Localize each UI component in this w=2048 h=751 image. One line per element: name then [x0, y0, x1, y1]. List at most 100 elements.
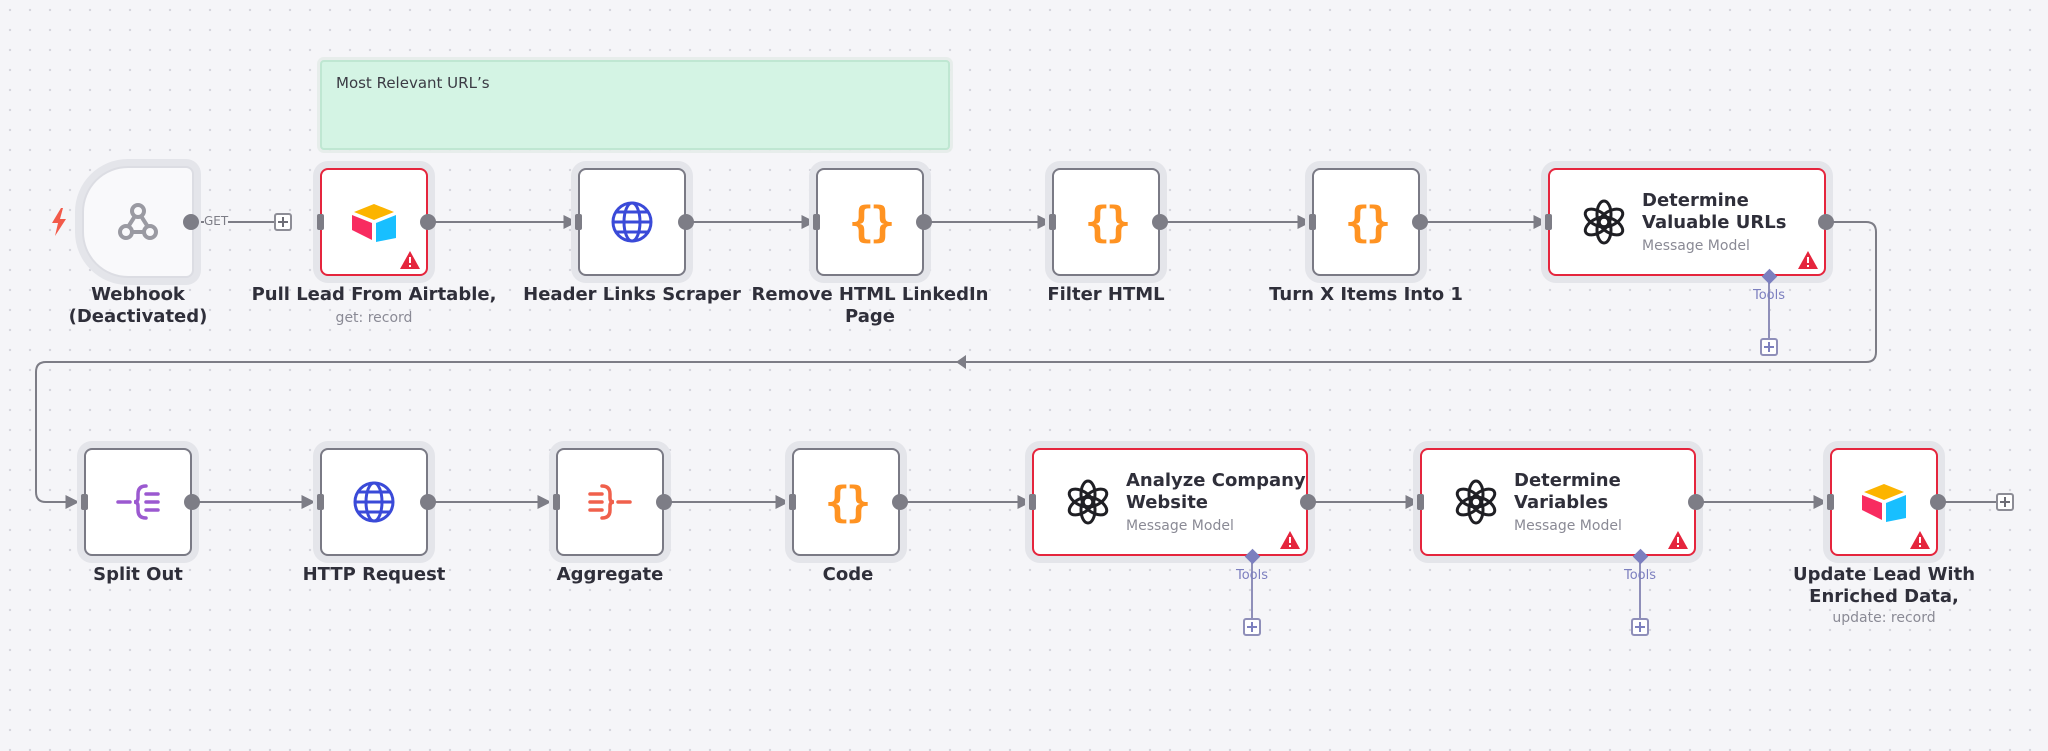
tools-label: Tools	[1235, 568, 1269, 583]
bolt-icon	[52, 208, 66, 236]
determine-variables-output-port[interactable]	[1688, 494, 1704, 510]
determine-urls-subtitle: Message Model	[1642, 238, 1750, 254]
filter-html-label: Filter HTML	[1047, 284, 1165, 305]
filter-html-output-port[interactable]	[1152, 214, 1168, 230]
plus-icon	[1764, 342, 1774, 352]
determine-variables-title-line2: Variables	[1514, 492, 1609, 513]
tools-label: Tools	[1623, 568, 1657, 583]
globe-icon	[610, 200, 654, 244]
webhook-label-line1: Webhook	[91, 284, 185, 305]
warning-icon[interactable]	[1798, 251, 1818, 269]
determine-urls-title-line1: Determine	[1642, 190, 1749, 211]
split-out-node[interactable]	[84, 448, 192, 556]
remove-html-label-line1: Remove HTML LinkedIn	[751, 284, 989, 305]
determine-urls-title: Determine Valuable URLs	[1642, 190, 1822, 234]
analyze-company-subtitle: Message Model	[1126, 518, 1234, 534]
add-node-button[interactable]	[1996, 493, 2014, 511]
webhook-label: Webhook (Deactivated)	[69, 284, 208, 328]
determine-variables-node[interactable]: Determine Variables Message Model	[1420, 448, 1696, 556]
warning-icon[interactable]	[1280, 531, 1300, 549]
globe-icon	[352, 480, 396, 524]
code-output-port[interactable]	[892, 494, 908, 510]
filter-html-node[interactable]: {}	[1052, 168, 1160, 276]
pull-lead-label: Pull Lead From Airtable,	[251, 284, 497, 305]
analyze-company-title-line2: Website	[1126, 492, 1209, 513]
openai-icon	[1453, 479, 1499, 525]
pull-lead-output-port[interactable]	[420, 214, 436, 230]
pull-lead-node[interactable]	[320, 168, 428, 276]
turn-x-output-port[interactable]	[1412, 214, 1428, 230]
pull-lead-input-port[interactable]	[317, 214, 324, 230]
analyze-company-title: Analyze Company Website	[1126, 470, 1306, 514]
add-tool-button[interactable]	[1760, 338, 1778, 356]
braces-icon: {}	[1084, 197, 1132, 247]
http-request-label: HTTP Request	[302, 564, 446, 585]
warning-icon[interactable]	[1910, 531, 1930, 549]
analyze-company-input-port[interactable]	[1029, 494, 1036, 510]
remove-html-node[interactable]: {}	[816, 168, 924, 276]
webhook-output-port[interactable]	[183, 214, 199, 230]
analyze-company-output-port[interactable]	[1300, 494, 1316, 510]
update-lead-label: Update Lead With Enriched Data,	[1793, 564, 1975, 608]
split-out-output-port[interactable]	[184, 494, 200, 510]
remove-html-output-port[interactable]	[916, 214, 932, 230]
webhook-label-line2: (Deactivated)	[68, 306, 208, 327]
code-node[interactable]: {}	[792, 448, 900, 556]
http-request-output-port[interactable]	[420, 494, 436, 510]
edge-label-get: GET	[204, 214, 229, 228]
determine-urls-output-port[interactable]	[1818, 214, 1834, 230]
split-out-input-port[interactable]	[81, 494, 88, 510]
braces-icon: {}	[848, 197, 896, 247]
filter-html-input-port[interactable]	[1049, 214, 1056, 230]
tools-label: Tools	[1752, 288, 1786, 303]
header-links-scraper-node[interactable]	[578, 168, 686, 276]
add-node-button[interactable]	[274, 213, 292, 231]
determine-urls-input-port[interactable]	[1545, 214, 1552, 230]
plus-icon	[2000, 497, 2010, 507]
aggregate-output-port[interactable]	[656, 494, 672, 510]
turn-x-items-node[interactable]: {}	[1312, 168, 1420, 276]
code-input-port[interactable]	[789, 494, 796, 510]
openai-icon	[1581, 199, 1627, 245]
analyze-company-node[interactable]: Analyze Company Website Message Model	[1032, 448, 1308, 556]
plus-icon	[278, 217, 288, 227]
update-lead-node[interactable]	[1830, 448, 1938, 556]
warning-icon[interactable]	[1668, 531, 1688, 549]
sticky-note-text: Most Relevant URL’s	[336, 74, 490, 92]
http-request-node[interactable]	[320, 448, 428, 556]
braces-icon: {}	[824, 477, 872, 527]
add-tool-button[interactable]	[1631, 618, 1649, 636]
update-lead-input-port[interactable]	[1827, 494, 1834, 510]
header-links-input-port[interactable]	[575, 214, 582, 230]
warning-icon[interactable]	[400, 251, 420, 269]
airtable-icon	[1860, 482, 1908, 522]
http-request-input-port[interactable]	[317, 494, 324, 510]
aggregate-icon	[588, 482, 632, 522]
pull-lead-sublabel: get: record	[335, 310, 413, 326]
plus-icon	[1635, 622, 1645, 632]
determine-variables-input-port[interactable]	[1417, 494, 1424, 510]
determine-variables-subtitle: Message Model	[1514, 518, 1622, 534]
update-lead-output-port[interactable]	[1930, 494, 1946, 510]
webhook-node[interactable]	[82, 166, 194, 278]
update-lead-label-line1: Update Lead With	[1792, 564, 1976, 585]
braces-icon: {}	[1344, 197, 1392, 247]
header-links-output-port[interactable]	[678, 214, 694, 230]
turn-x-input-port[interactable]	[1309, 214, 1316, 230]
code-label: Code	[822, 564, 874, 585]
aggregate-node[interactable]	[556, 448, 664, 556]
plus-icon	[1247, 622, 1257, 632]
header-links-label: Header Links Scraper	[523, 284, 741, 305]
add-tool-button[interactable]	[1243, 618, 1261, 636]
sticky-note[interactable]: Most Relevant URL’s	[320, 60, 950, 150]
connection-loop-arrow	[956, 355, 966, 369]
determine-urls-node[interactable]: Determine Valuable URLs Message Model	[1548, 168, 1826, 276]
openai-icon	[1065, 479, 1111, 525]
determine-urls-title-line2: Valuable URLs	[1642, 212, 1787, 233]
aggregate-label: Aggregate	[556, 564, 664, 585]
remove-html-label-line2: Page	[845, 306, 895, 327]
remove-html-input-port[interactable]	[813, 214, 820, 230]
aggregate-input-port[interactable]	[553, 494, 560, 510]
